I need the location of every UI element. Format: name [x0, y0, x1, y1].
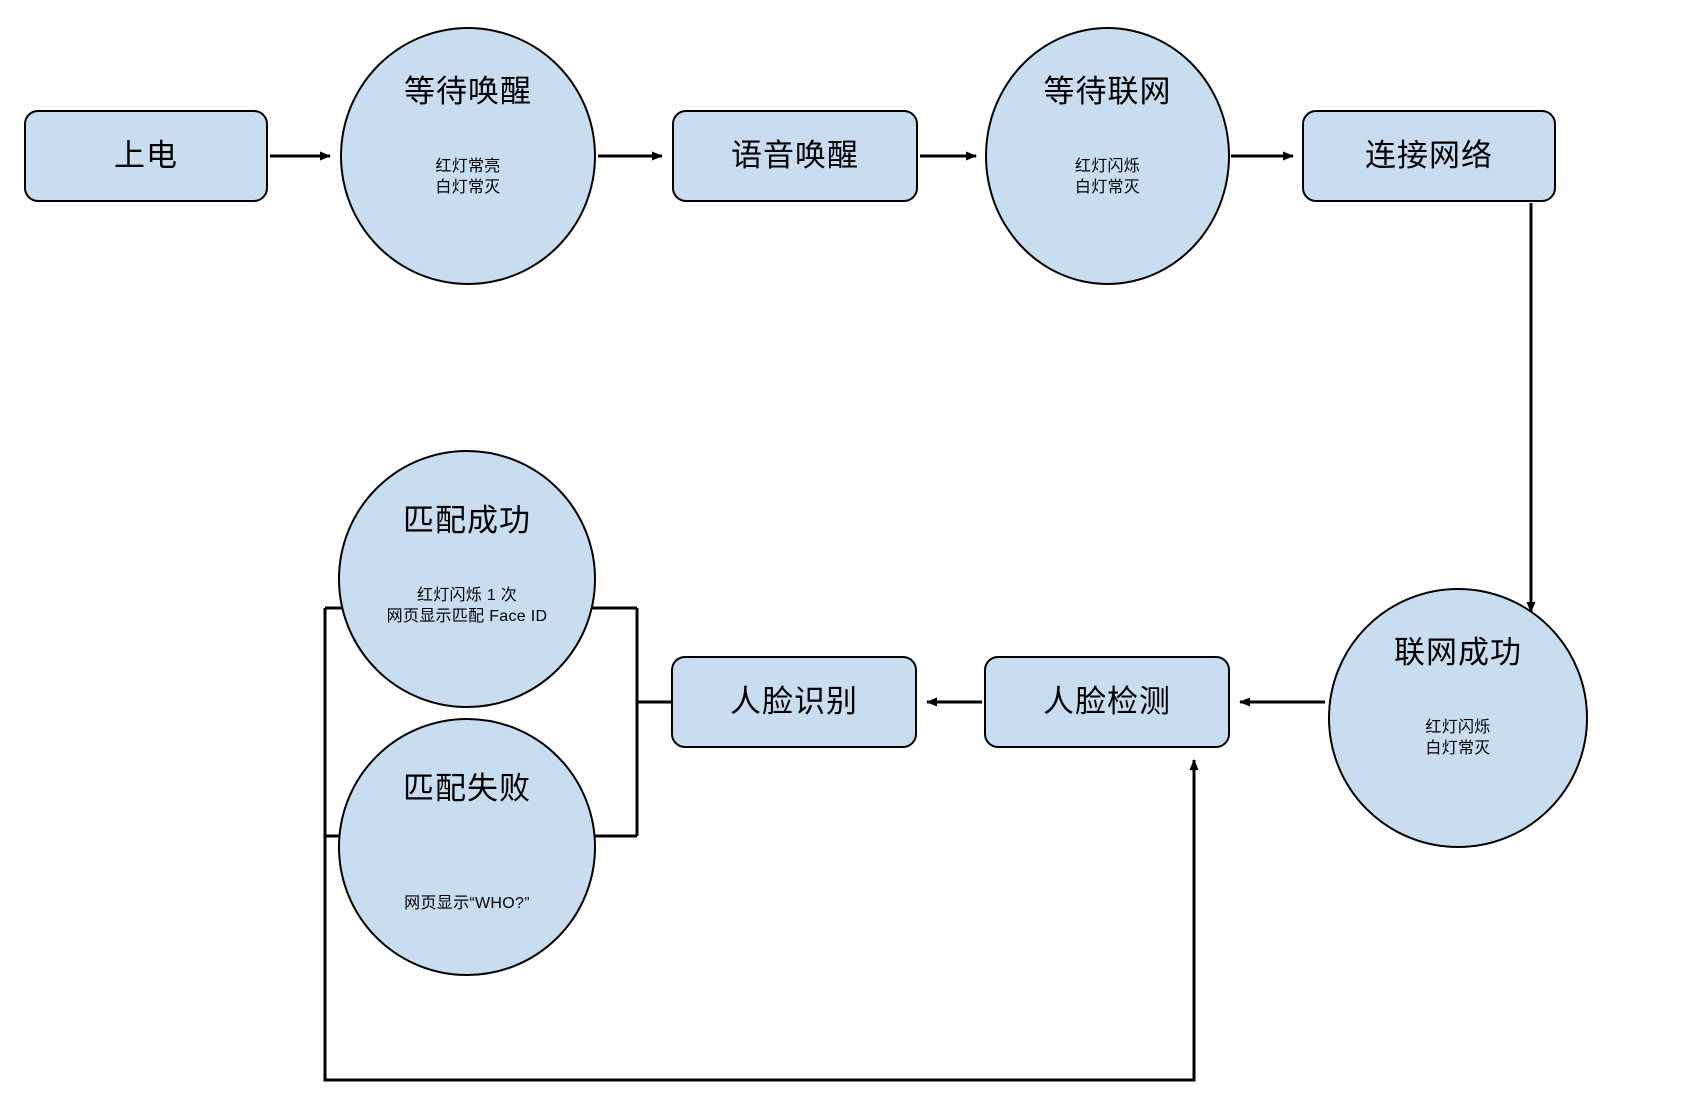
node-network-success-title: 联网成功 [1394, 635, 1522, 670]
node-power-on-title: 上电 [114, 137, 178, 173]
node-match-success-title: 匹配成功 [403, 503, 531, 538]
node-match-fail-title: 匹配失败 [403, 771, 531, 806]
node-network-success-sub: 红灯闪烁 白灯常灭 [1425, 718, 1491, 758]
node-face-detect-title: 人脸检测 [1043, 683, 1171, 719]
node-voice-wake[interactable]: 语音唤醒 [672, 110, 918, 202]
node-match-fail[interactable]: 匹配失败 网页显示“WHO?” [338, 718, 596, 976]
node-connect-network-title: 连接网络 [1365, 137, 1493, 173]
node-face-recognize-title: 人脸识别 [730, 683, 858, 719]
node-voice-wake-title: 语音唤醒 [731, 137, 859, 173]
node-connect-network[interactable]: 连接网络 [1302, 110, 1556, 202]
node-wait-network-title: 等待联网 [1043, 74, 1172, 109]
node-network-success[interactable]: 联网成功 红灯闪烁 白灯常灭 [1328, 588, 1588, 848]
node-match-success-sub: 红灯闪烁 1 次 网页显示匹配 Face ID [386, 586, 548, 626]
node-wait-wake[interactable]: 等待唤醒 红灯常亮 白灯常灭 [340, 27, 596, 285]
node-wait-wake-sub: 红灯常亮 白灯常灭 [435, 157, 501, 197]
node-wait-wake-title: 等待唤醒 [404, 74, 532, 109]
node-wait-network-sub: 红灯闪烁 白灯常灭 [1074, 157, 1141, 197]
node-face-recognize[interactable]: 人脸识别 [671, 656, 917, 748]
node-match-success[interactable]: 匹配成功 红灯闪烁 1 次 网页显示匹配 Face ID [338, 450, 596, 708]
node-wait-network[interactable]: 等待联网 红灯闪烁 白灯常灭 [985, 27, 1230, 285]
node-face-detect[interactable]: 人脸检测 [984, 656, 1230, 748]
node-power-on[interactable]: 上电 [24, 110, 268, 202]
node-match-fail-sub: 网页显示“WHO?” [404, 894, 530, 912]
